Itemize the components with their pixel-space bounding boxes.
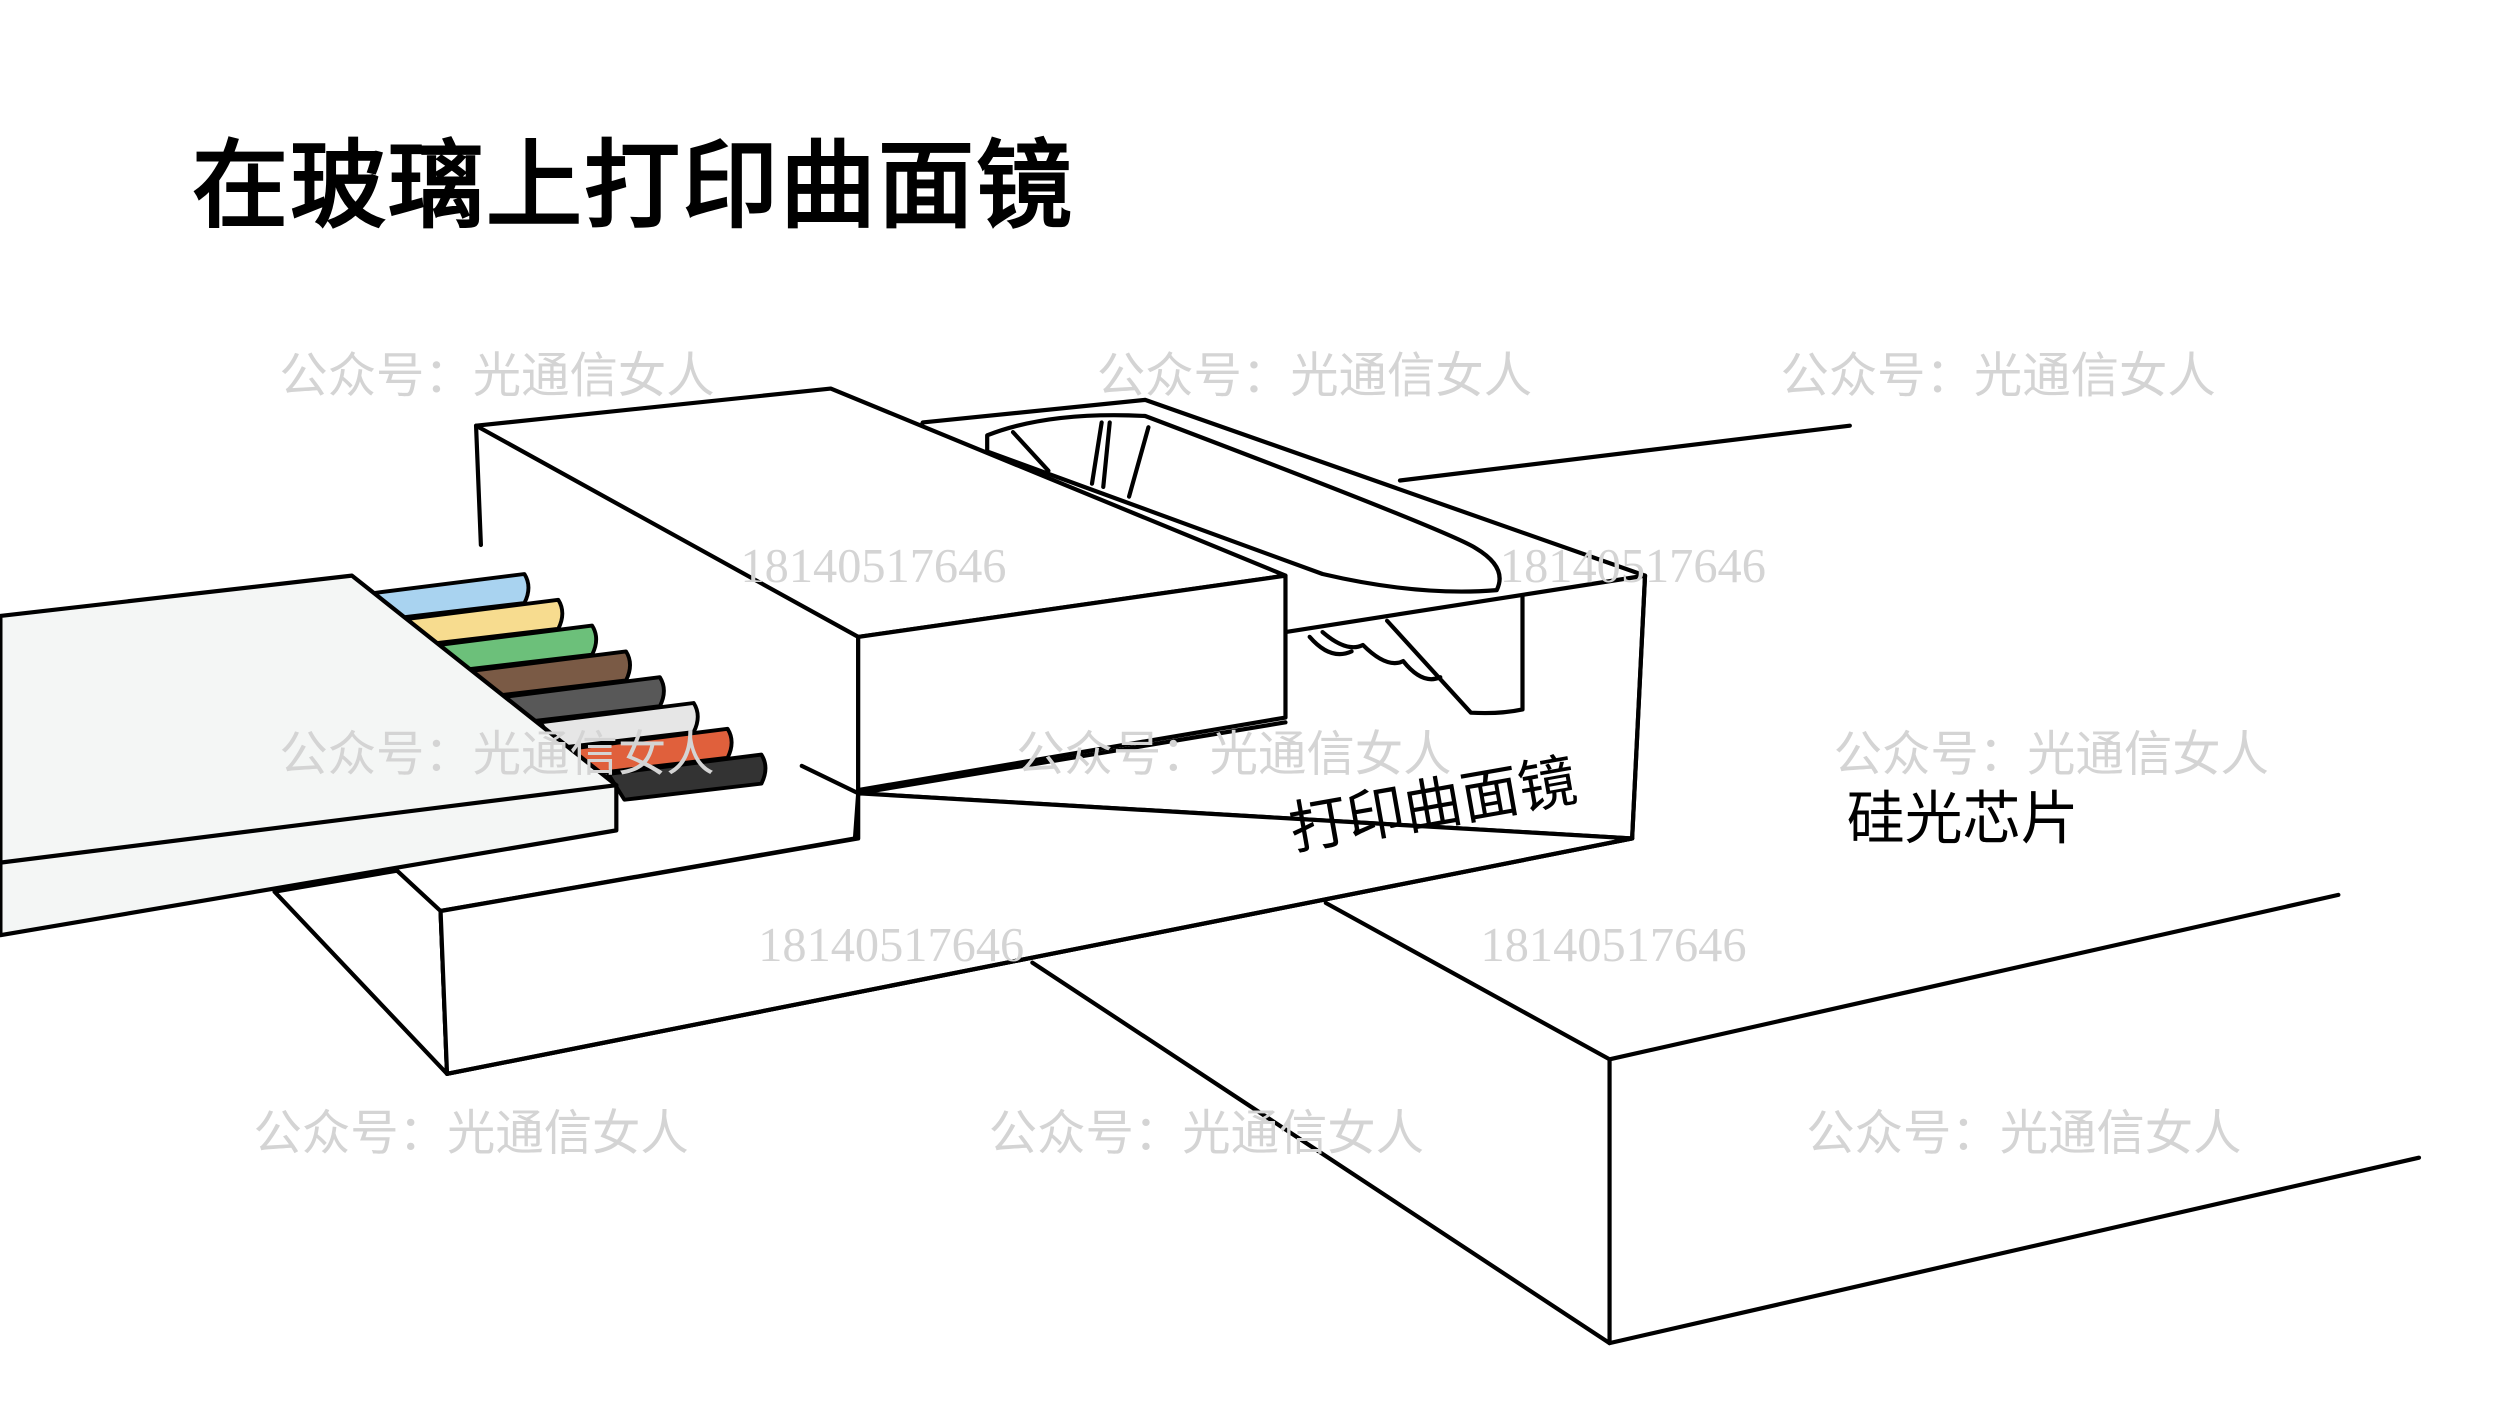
watermark: 公众号：光通信女人 bbox=[1834, 727, 2269, 783]
optical-fiber bbox=[606, 752, 768, 802]
watermark: 18140517646 bbox=[758, 919, 1024, 972]
silicon-chip bbox=[1030, 423, 2422, 1346]
watermark: 公众号：光通信女人 bbox=[279, 348, 714, 404]
watermark: 公众号：光通信女人 bbox=[1806, 1106, 2241, 1162]
fiber-array bbox=[369, 572, 768, 802]
watermark: 公众号：光通信女人 bbox=[254, 1106, 689, 1162]
watermark: 公众号：光通信女人 bbox=[1780, 348, 2215, 404]
slide-title: 在玻璃上打印曲面镜 bbox=[192, 130, 1074, 242]
watermark: 18140517646 bbox=[1481, 919, 1747, 972]
watermark: 公众号：光通信女人 bbox=[279, 727, 714, 783]
watermarks: 公众号：光通信女人 公众号：光通信女人 公众号：光通信女人 公众号：光通信女人 … bbox=[254, 348, 2269, 1162]
fiber-ribbon bbox=[0, 573, 619, 938]
watermark: 公众号：光通信女人 bbox=[1097, 348, 1532, 404]
watermark: 18140517646 bbox=[1500, 540, 1766, 593]
watermark: 18140517646 bbox=[740, 540, 1006, 593]
label-silicon-chip: 硅光芯片 bbox=[1847, 784, 2079, 852]
watermark: 公众号：光通信女人 bbox=[989, 1106, 1424, 1162]
fiber-lid bbox=[473, 386, 1288, 841]
watermark: 公众号：光通信女人 bbox=[1016, 727, 1451, 783]
